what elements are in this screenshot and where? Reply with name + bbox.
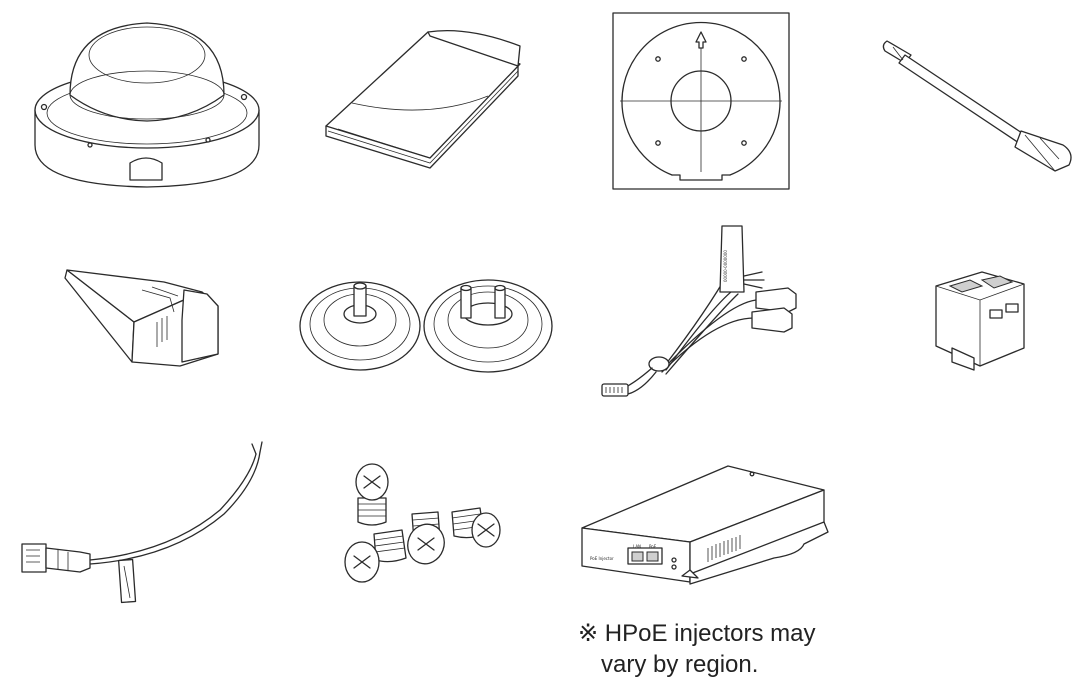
multi-cable-illustration: 00000-0000000: [596, 222, 806, 412]
rj45-cap-illustration: [62, 262, 227, 372]
injector-lan-label: LAN: [633, 544, 641, 549]
cable-tag-text: 00000-0000000: [723, 250, 728, 282]
hpoe-injector-illustration: PoE Injector LAN PoE: [578, 462, 829, 592]
note-line-1: ※ HPoE injectors may: [578, 618, 816, 649]
note-text-1: HPoE injectors may: [604, 620, 816, 647]
injector-front-label: PoE Injector: [590, 556, 614, 561]
note-symbol: ※: [578, 620, 599, 647]
grommet-pair-illustration: [298, 264, 560, 374]
note-line-2: vary by region.: [601, 651, 759, 678]
injector-poe-label: PoE: [649, 544, 657, 549]
manual-booklet-illustration: [318, 28, 528, 173]
terminal-block-illustration: [930, 266, 1030, 374]
network-cable-illustration: [20, 440, 270, 610]
machine-screws-illustration: [340, 458, 508, 590]
guide-paper-illustration: [612, 12, 790, 190]
region-note: ※ HPoE injectors may vary by region.: [578, 618, 816, 680]
dome-camera-illustration: [30, 15, 265, 190]
l-wrench-illustration: [875, 35, 1080, 175]
